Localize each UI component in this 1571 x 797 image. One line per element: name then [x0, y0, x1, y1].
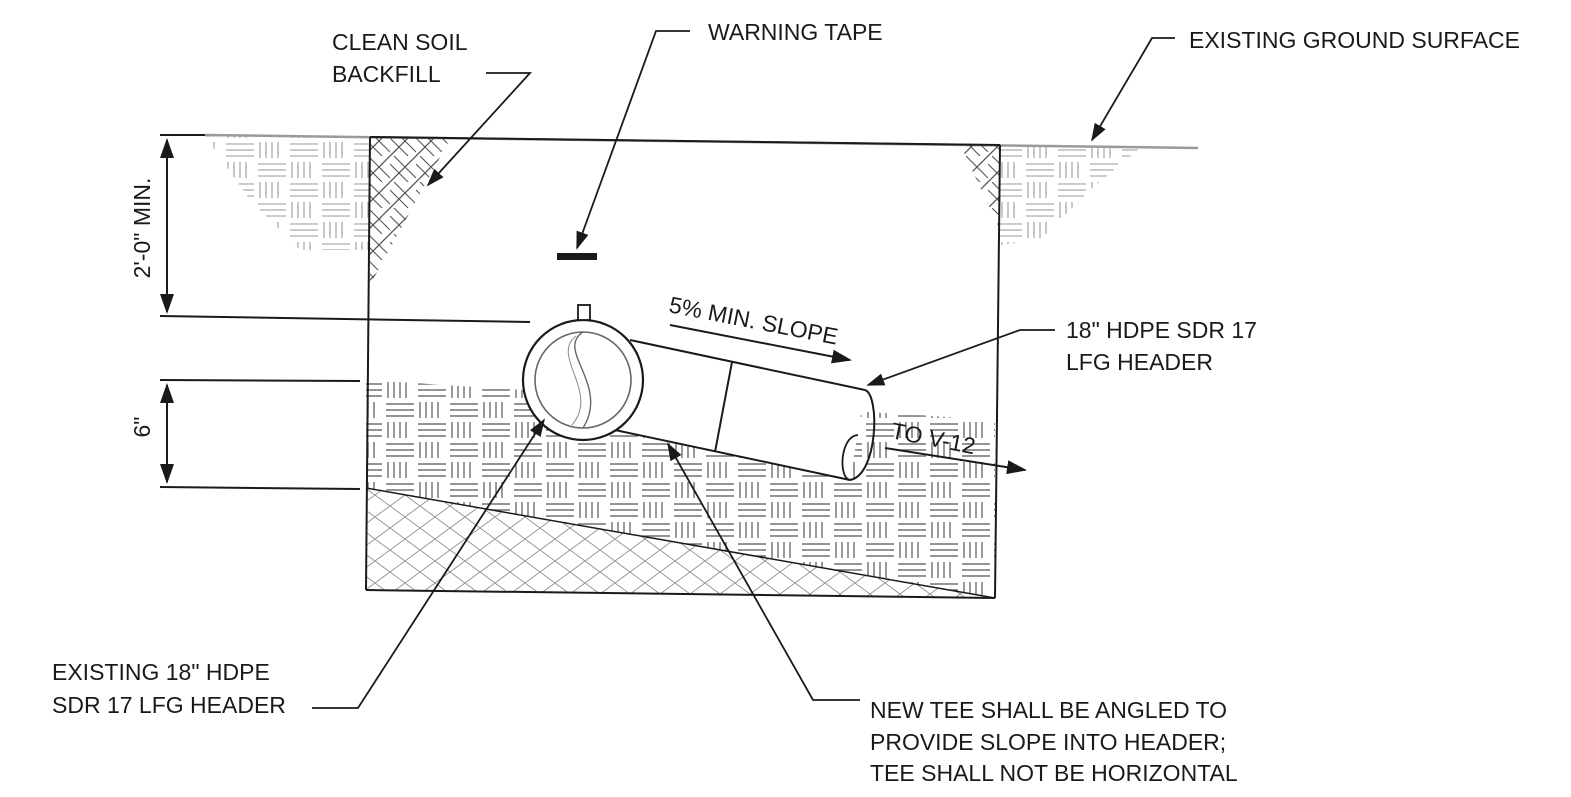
- warning-tape: [557, 253, 597, 260]
- cover-depth-label: 2'-0" MIN.: [129, 178, 155, 279]
- leader-clean-soil: [426, 72, 533, 187]
- leader-tee-note: [667, 442, 860, 701]
- clean-soil-label-line1: CLEAN SOIL: [332, 29, 468, 55]
- trench-outline: [365, 136, 1001, 599]
- existing-header-label-line1: EXISTING 18" HDPE: [52, 659, 270, 685]
- leader-new-header: [866, 329, 1055, 386]
- leader-existing-header: [312, 418, 545, 709]
- new-tee-pipe: [614, 339, 876, 481]
- clean-soil-backfill-left: [370, 138, 450, 285]
- trench-subgrade: [365, 487, 996, 599]
- cover-depth-dimension: [159, 134, 531, 323]
- leader-warning-tape: [576, 30, 690, 250]
- native-soil-left: [205, 136, 370, 250]
- tee-note-line2: PROVIDE SLOPE INTO HEADER;: [870, 729, 1226, 755]
- tee-note-line1: NEW TEE SHALL BE ANGLED TO: [870, 697, 1227, 723]
- existing-ground-label: EXISTING GROUND SURFACE: [1189, 27, 1520, 53]
- slope-arrow: [669, 324, 852, 364]
- to-v12-arrow: [884, 447, 1027, 475]
- new-header-label-line2: LFG HEADER: [1066, 349, 1213, 375]
- clean-soil-label-line2: BACKFILL: [332, 61, 441, 87]
- clean-soil-backfill-right: [960, 144, 1000, 230]
- existing-header-pipe: [521, 304, 645, 442]
- bedding-depth-dimension: [159, 379, 361, 490]
- warning-tape-label: WARNING TAPE: [708, 19, 883, 45]
- leader-existing-ground: [1091, 37, 1175, 142]
- tee-note-line3: TEE SHALL NOT BE HORIZONTAL: [870, 760, 1238, 786]
- existing-header-label-line2: SDR 17 LFG HEADER: [52, 692, 286, 718]
- bedding-depth-label: 6": [129, 417, 155, 438]
- native-soil-right: [1000, 146, 1140, 245]
- new-header-label-line1: 18" HDPE SDR 17: [1066, 317, 1257, 343]
